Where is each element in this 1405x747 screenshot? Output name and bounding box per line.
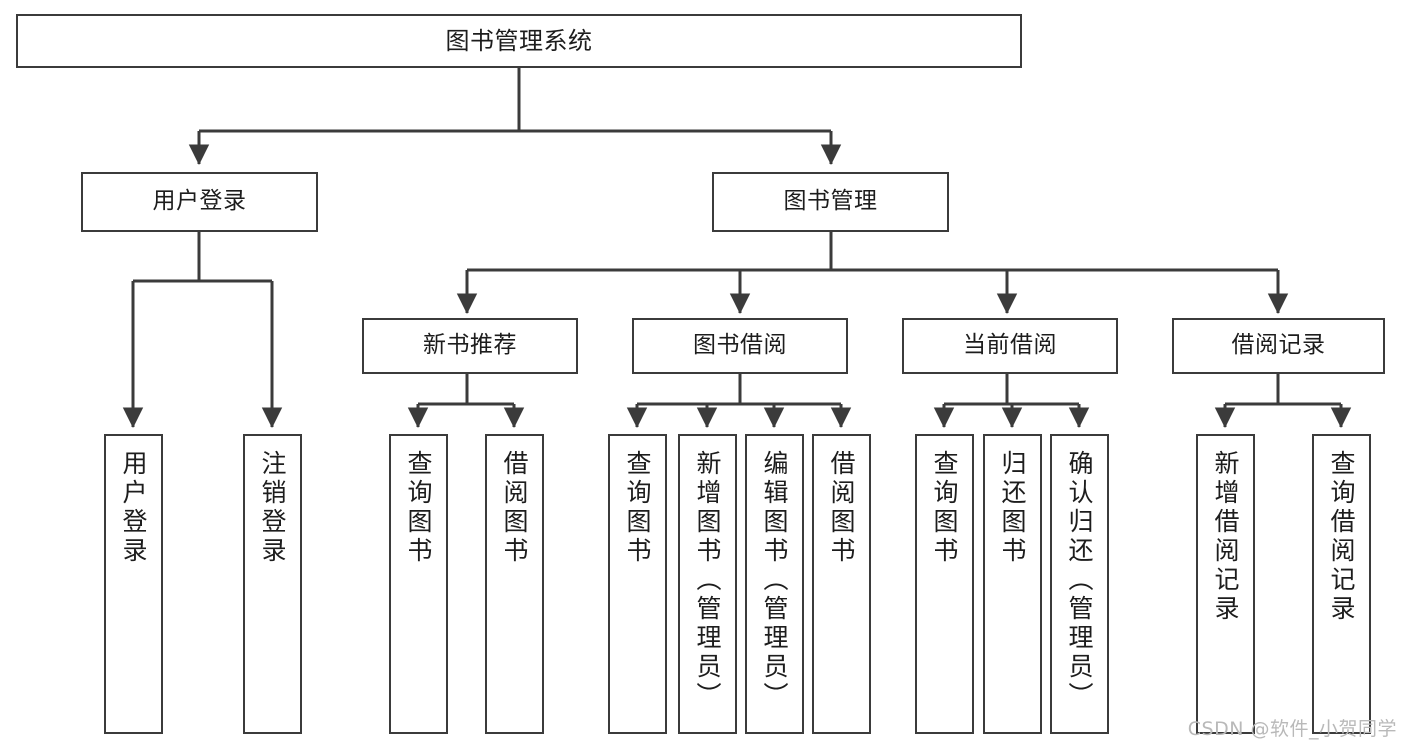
node-book-borrow-label: 图书借阅	[693, 332, 787, 359]
leaf-new-book-query-label: 查询图书	[404, 450, 433, 566]
leaf-book-borrow-add[interactable]: 新增图书（管理员）	[678, 434, 737, 734]
leaf-book-borrow-add-label: 新增图书（管理员）	[693, 450, 722, 711]
leaf-user-login-logout-label: 注销登录	[258, 450, 287, 566]
node-current-borrow[interactable]: 当前借阅	[902, 318, 1118, 374]
leaf-new-book-borrow-label: 借阅图书	[500, 450, 529, 566]
node-user-login-label: 用户登录	[152, 188, 247, 215]
leaf-borrow-record-add[interactable]: 新增借阅记录	[1196, 434, 1255, 734]
leaf-new-book-query[interactable]: 查询图书	[389, 434, 448, 734]
leaf-user-login-login-label: 用户登录	[119, 450, 148, 566]
leaf-book-borrow-query[interactable]: 查询图书	[608, 434, 667, 734]
node-new-book-recommend-label: 新书推荐	[423, 332, 517, 359]
node-book-borrow[interactable]: 图书借阅	[632, 318, 848, 374]
leaf-book-borrow-borrow-label: 借阅图书	[827, 450, 856, 566]
leaf-user-login-logout[interactable]: 注销登录	[243, 434, 302, 734]
leaf-borrow-record-query[interactable]: 查询借阅记录	[1312, 434, 1371, 734]
node-user-login[interactable]: 用户登录	[81, 172, 318, 232]
leaf-book-borrow-edit[interactable]: 编辑图书（管理员）	[745, 434, 804, 734]
node-book-management-label: 图书管理	[783, 188, 878, 215]
node-root-label: 图书管理系统	[445, 26, 593, 55]
node-root-book-management-system[interactable]: 图书管理系统	[16, 14, 1022, 68]
leaf-current-borrow-return[interactable]: 归还图书	[983, 434, 1042, 734]
node-borrow-record-label: 借阅记录	[1231, 332, 1326, 359]
leaf-new-book-borrow[interactable]: 借阅图书	[485, 434, 544, 734]
leaf-book-borrow-query-label: 查询图书	[623, 450, 652, 566]
node-new-book-recommend[interactable]: 新书推荐	[362, 318, 578, 374]
leaf-current-borrow-confirm-return[interactable]: 确认归还（管理员）	[1050, 434, 1109, 734]
leaf-borrow-record-add-label: 新增借阅记录	[1211, 450, 1240, 624]
leaf-current-borrow-return-label: 归还图书	[998, 450, 1027, 566]
leaf-current-borrow-query[interactable]: 查询图书	[915, 434, 974, 734]
leaf-book-borrow-edit-label: 编辑图书（管理员）	[760, 450, 789, 711]
node-borrow-record[interactable]: 借阅记录	[1172, 318, 1385, 374]
leaf-current-borrow-confirm-return-label: 确认归还（管理员）	[1065, 450, 1094, 711]
leaf-book-borrow-borrow[interactable]: 借阅图书	[812, 434, 871, 734]
leaf-borrow-record-query-label: 查询借阅记录	[1327, 450, 1356, 624]
leaf-current-borrow-query-label: 查询图书	[930, 450, 959, 566]
node-current-borrow-label: 当前借阅	[963, 332, 1057, 359]
node-book-management[interactable]: 图书管理	[712, 172, 949, 232]
leaf-user-login-login[interactable]: 用户登录	[104, 434, 163, 734]
